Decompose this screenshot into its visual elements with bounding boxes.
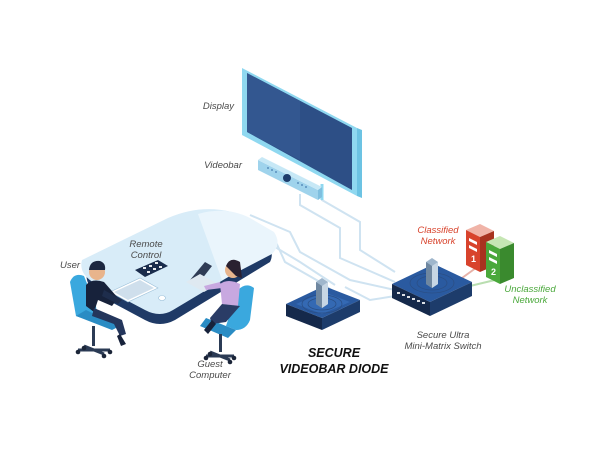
- diode-title: SECURE VIDEOBAR DIODE: [279, 346, 389, 376]
- unclassified-network-label: Unclassified Network: [504, 284, 556, 306]
- guest-computer-label: Guest Computer: [189, 359, 231, 381]
- keyboard-icon: [109, 277, 166, 303]
- server-number-unclassified: 2: [491, 267, 496, 277]
- switch-icon: [392, 258, 472, 316]
- server-number-classified: 1: [471, 254, 476, 264]
- diode-icon: [286, 278, 360, 330]
- classified-network-label: Classified Network: [417, 225, 459, 247]
- videobar-label: Videobar: [204, 160, 242, 171]
- display-monitor: [242, 68, 362, 200]
- remote-control-label: Remote Control: [129, 239, 163, 261]
- user-figure: [86, 260, 126, 346]
- switch-label: Secure Ultra Mini-Matrix Switch: [404, 330, 482, 352]
- guest-figure: [204, 259, 242, 334]
- display-label: Display: [202, 101, 234, 112]
- remote-control-icon: [135, 260, 168, 277]
- chair-icon: [200, 285, 254, 365]
- user-label: User: [60, 260, 81, 271]
- server-icon: [486, 236, 514, 284]
- videobar-icon: [258, 157, 322, 200]
